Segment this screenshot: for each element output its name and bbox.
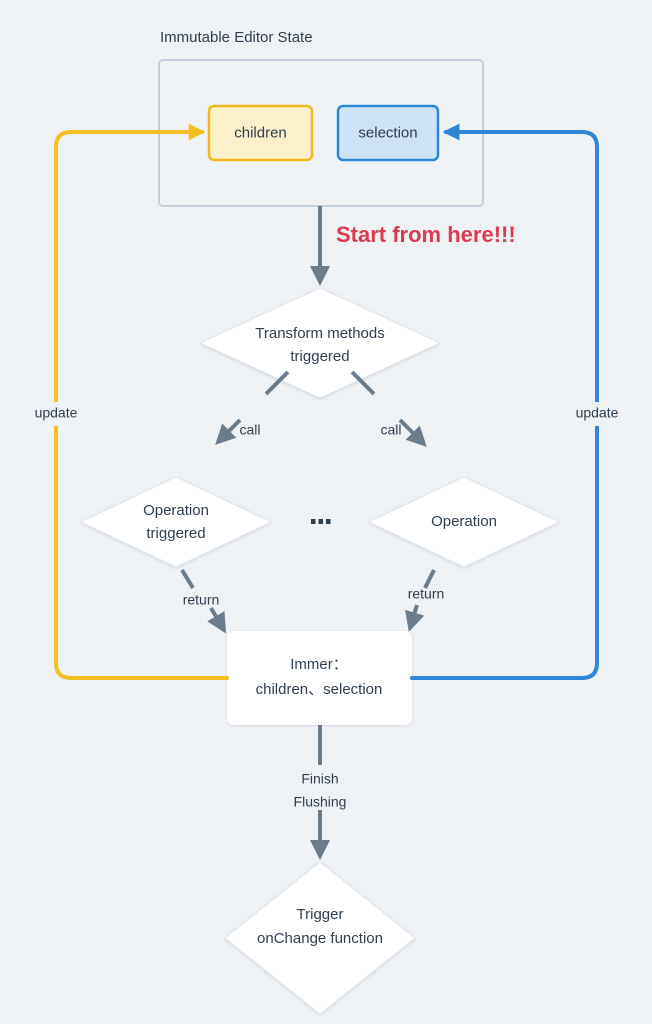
selection-node-label: selection xyxy=(358,124,417,141)
edge-label-finish: Finish xyxy=(301,771,338,787)
edge-label-flushing: Flushing xyxy=(294,794,347,810)
edge-return-left-lower xyxy=(207,606,227,634)
edge-call-right-lower xyxy=(398,418,427,447)
operation-diamond[interactable] xyxy=(367,476,561,568)
selection-node[interactable] xyxy=(336,104,440,162)
trigger-onchange-diamond[interactable] xyxy=(224,861,416,1015)
update-left-label-backdrop xyxy=(24,402,90,426)
children-node-label: children xyxy=(234,124,287,141)
trigger-onchange-label-line2: onChange function xyxy=(257,930,383,947)
update-right-label-backdrop xyxy=(564,402,630,426)
edge-label-call-left: call xyxy=(239,422,260,438)
ellipsis-marker xyxy=(311,519,331,524)
transform-methods-label-line2: triggered xyxy=(290,348,349,365)
transform-methods-label-line1: Transform methods xyxy=(255,325,385,342)
children-node[interactable] xyxy=(207,104,314,162)
operation-label: Operation xyxy=(431,513,497,530)
start-from-here-callout: Start from here!!! xyxy=(336,222,516,247)
edge-label-return-left: return xyxy=(183,592,220,608)
trigger-onchange-label-line1: Trigger xyxy=(297,906,344,923)
operation-triggered-label-line1: Operation xyxy=(143,502,209,519)
operation-triggered-label-line2: triggered xyxy=(146,525,205,542)
group-title: Immutable Editor State xyxy=(160,29,313,46)
edge-label-update-right: update xyxy=(576,405,619,421)
edge-call-left-upper xyxy=(264,370,290,396)
edge-return-left-upper xyxy=(180,568,195,590)
immer-label-line2: children、selection xyxy=(256,681,383,698)
operation-triggered-diamond[interactable] xyxy=(79,476,273,568)
edge-return-right-upper xyxy=(423,569,436,589)
edge-call-left-lower xyxy=(215,418,242,445)
immer-label-line1: Immer： xyxy=(290,656,348,673)
edge-return-right-lower xyxy=(405,604,425,632)
edge-label-return-right: return xyxy=(408,586,445,602)
immer-node[interactable] xyxy=(227,631,412,725)
edge-call-right-upper xyxy=(350,370,376,396)
edge-label-call-right: call xyxy=(380,422,401,438)
transform-methods-diamond[interactable] xyxy=(198,287,442,399)
edge-label-update-left: update xyxy=(35,405,78,421)
